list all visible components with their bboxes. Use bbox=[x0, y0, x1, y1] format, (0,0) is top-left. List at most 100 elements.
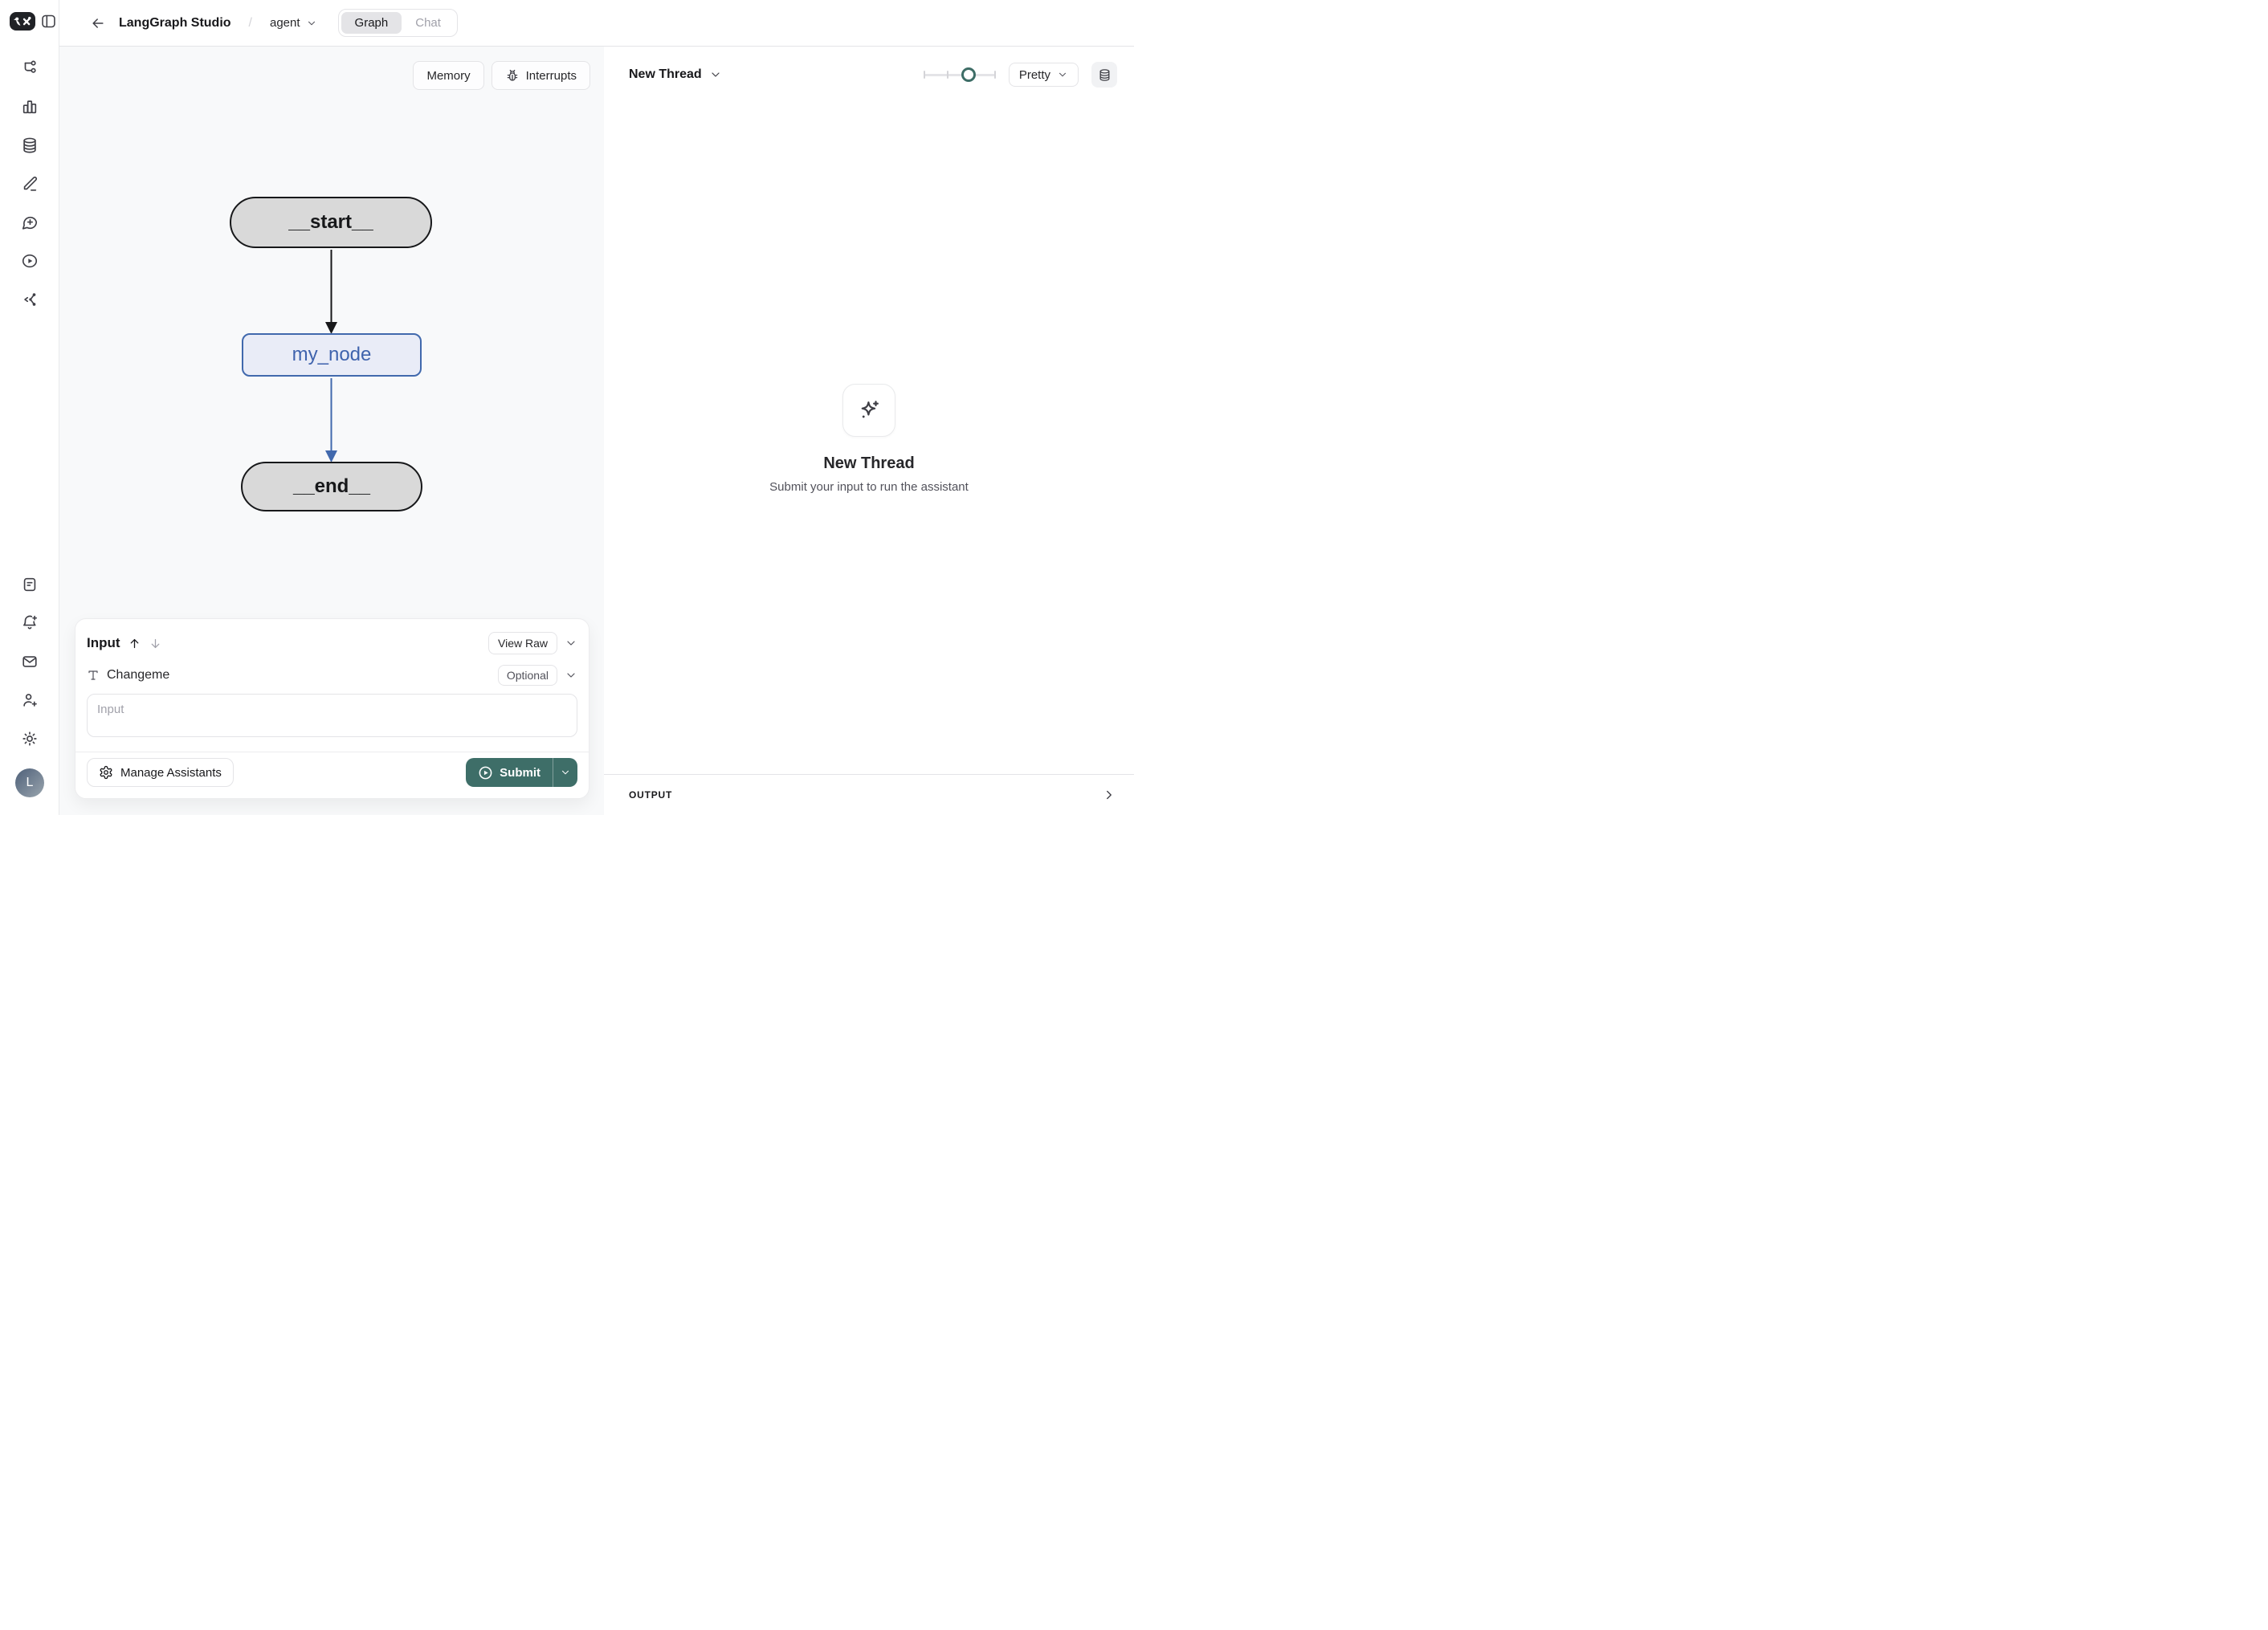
input-panel-title: Input bbox=[87, 635, 120, 650]
thread-selector[interactable]: New Thread bbox=[629, 67, 722, 82]
input-panel: Input View Raw bbox=[75, 618, 589, 799]
submit-split-button: Submit bbox=[466, 758, 577, 787]
sidebar-item-annotate[interactable] bbox=[21, 175, 39, 193]
gear-icon bbox=[100, 765, 112, 780]
play-circle-icon bbox=[479, 766, 492, 779]
type-icon bbox=[88, 670, 98, 680]
panel-toggle-button[interactable] bbox=[40, 13, 57, 30]
canvas-toolbar: Memory Interrupts bbox=[413, 61, 590, 90]
thread-panel: New Thread Pretty bbox=[604, 47, 1134, 815]
arrow-down-icon[interactable] bbox=[149, 637, 162, 650]
sun-icon bbox=[22, 731, 37, 746]
zoom-slider-tick bbox=[993, 71, 996, 79]
tab-chat[interactable]: Chat bbox=[415, 16, 441, 30]
interrupts-button[interactable]: Interrupts bbox=[491, 61, 590, 90]
empty-state-subtitle: Submit your input to run the assistant bbox=[769, 480, 969, 494]
memory-button-label: Memory bbox=[426, 68, 471, 83]
collapse-input-chevron-icon[interactable] bbox=[565, 637, 577, 650]
database-icon bbox=[1099, 68, 1109, 81]
input-panel-footer: Manage Assistants Submit bbox=[87, 758, 577, 787]
chevron-down-icon bbox=[308, 21, 315, 25]
sidebar-item-charts[interactable] bbox=[21, 98, 39, 116]
chevron-down-icon bbox=[561, 770, 569, 775]
empty-state-title: New Thread bbox=[823, 454, 915, 472]
submit-options-button[interactable] bbox=[553, 758, 577, 787]
thread-header: New Thread Pretty bbox=[629, 62, 1117, 88]
mail-icon bbox=[22, 656, 37, 667]
sidebar-item-playground[interactable] bbox=[21, 252, 39, 270]
sidebar-item-datasets[interactable] bbox=[21, 137, 39, 154]
input-textarea[interactable] bbox=[87, 694, 577, 737]
new-thread-icon-card bbox=[842, 384, 895, 437]
zoom-slider[interactable] bbox=[923, 67, 996, 83]
sidebar-item-new-chat[interactable] bbox=[21, 214, 39, 231]
output-section-toggle[interactable]: OUTPUT bbox=[604, 774, 1134, 815]
submit-button[interactable]: Submit bbox=[466, 758, 553, 787]
zoom-slider-tick bbox=[946, 71, 948, 79]
render-mode-select[interactable]: Pretty bbox=[1008, 63, 1079, 87]
edge-mynode-end-arrowhead bbox=[325, 450, 337, 463]
sidebar-logo-row bbox=[10, 12, 57, 31]
graph-canvas[interactable]: Memory Interrupts __start__ my_node __en… bbox=[59, 47, 604, 815]
user-avatar[interactable]: L bbox=[15, 768, 44, 797]
sidebar-item-theme[interactable] bbox=[21, 730, 39, 748]
sidebar-item-inbox[interactable] bbox=[21, 653, 39, 670]
manage-assistants-label: Manage Assistants bbox=[120, 765, 222, 780]
share-network-icon bbox=[24, 293, 36, 306]
thread-selector-label: New Thread bbox=[629, 67, 702, 81]
zoom-slider-track bbox=[923, 73, 996, 76]
arrow-left-icon bbox=[92, 18, 104, 28]
chevron-down-icon bbox=[1059, 72, 1067, 77]
top-header: LangGraph Studio / agent Graph Chat bbox=[59, 0, 1134, 47]
manage-assistants-button[interactable]: Manage Assistants bbox=[87, 758, 234, 787]
langgraph-studio-app: L LangGraph Studio / agent Graph Chat Me… bbox=[0, 0, 1134, 815]
parrot-wrench-icon bbox=[14, 16, 31, 26]
langchain-logo[interactable] bbox=[10, 12, 35, 31]
agent-selector[interactable]: agent bbox=[270, 16, 317, 30]
sidebar-nav-top bbox=[0, 59, 59, 308]
bug-icon bbox=[507, 69, 517, 81]
workflow-icon bbox=[24, 60, 36, 73]
input-field-row: Changeme Optional bbox=[87, 665, 577, 686]
zoom-slider-tick bbox=[923, 71, 925, 79]
sidebar-item-invite-user[interactable] bbox=[21, 691, 39, 709]
input-panel-header: Input View Raw bbox=[87, 632, 577, 654]
optional-badge: Optional bbox=[497, 665, 557, 686]
graph-node-my-node[interactable]: my_node bbox=[242, 333, 422, 377]
thread-toolbar: Pretty bbox=[923, 62, 1117, 88]
sidebar-item-deployments[interactable] bbox=[21, 291, 39, 308]
agent-selector-label: agent bbox=[270, 16, 300, 30]
zoom-slider-thumb[interactable] bbox=[961, 67, 976, 82]
sidebar-nav-bottom: L bbox=[0, 576, 59, 797]
chevron-right-icon bbox=[1107, 790, 1112, 800]
collapse-field-chevron-icon[interactable] bbox=[565, 669, 577, 682]
render-mode-label: Pretty bbox=[1018, 67, 1050, 82]
interrupts-button-label: Interrupts bbox=[525, 68, 577, 83]
page-title: LangGraph Studio bbox=[119, 15, 231, 30]
memory-button[interactable]: Memory bbox=[413, 61, 484, 90]
view-mode-tabs: Graph Chat bbox=[337, 9, 458, 37]
graph-node-start[interactable]: __start__ bbox=[230, 197, 432, 248]
arrow-up-icon[interactable] bbox=[128, 637, 141, 650]
tab-graph[interactable]: Graph bbox=[341, 12, 402, 34]
avatar-initial: L bbox=[26, 776, 34, 789]
back-button[interactable] bbox=[90, 15, 106, 31]
left-sidebar: L bbox=[0, 0, 59, 815]
view-raw-button[interactable]: View Raw bbox=[488, 632, 557, 654]
database-icon bbox=[23, 137, 36, 153]
sidebar-item-docs[interactable] bbox=[21, 576, 39, 593]
sidebar-item-notifications[interactable] bbox=[21, 614, 39, 632]
graph-edges bbox=[325, 250, 337, 463]
thread-state-button[interactable] bbox=[1091, 62, 1117, 88]
panel-left-icon bbox=[42, 14, 55, 28]
graph-node-end[interactable]: __end__ bbox=[241, 462, 422, 511]
submit-button-label: Submit bbox=[500, 765, 540, 780]
view-raw-label: View Raw bbox=[498, 637, 548, 650]
user-plus-icon bbox=[23, 694, 37, 707]
sidebar-item-workflows[interactable] bbox=[21, 59, 39, 77]
bell-plus-icon bbox=[23, 615, 38, 630]
edge-start-mynode-arrowhead bbox=[325, 322, 337, 334]
breadcrumb-separator: / bbox=[248, 15, 252, 30]
thread-empty-state: New Thread Submit your input to run the … bbox=[604, 384, 1134, 494]
output-section-label: OUTPUT bbox=[629, 789, 673, 801]
